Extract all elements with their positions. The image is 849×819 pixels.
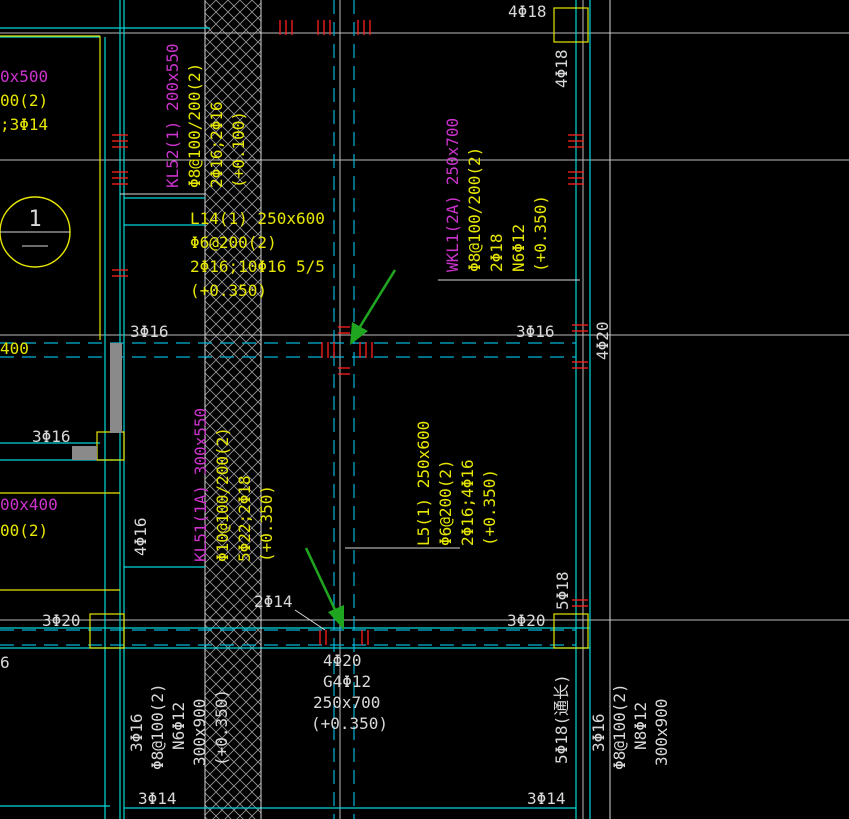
label-col-left-elevation[interactable]: (+0.350) (212, 689, 231, 766)
label-col-right-rebar[interactable]: 3Φ16 (589, 713, 608, 752)
label-col-right-stirrup[interactable]: Φ8@100(2) (610, 683, 629, 770)
label-left-00-2[interactable]: 00(2) (0, 521, 48, 540)
label-l14-elevation[interactable]: (+0.350) (190, 281, 267, 300)
label-2phi14[interactable]: 2Φ14 (254, 592, 293, 611)
label-bottom-3phi14-left[interactable]: 3Φ14 (138, 789, 177, 808)
label-l5-elevation[interactable]: (+0.350) (480, 469, 499, 546)
label-l14-rebar[interactable]: 2Φ16;10Φ16 5/5 (190, 257, 325, 276)
label-right-4phi20-vertical[interactable]: 4Φ20 (593, 321, 612, 360)
label-top-4phi18[interactable]: 4Φ18 (508, 2, 547, 21)
label-bottom-right-3phi20[interactable]: 3Φ20 (507, 611, 546, 630)
label-kl51-rebar[interactable]: 5Φ22;2Φ18 (235, 475, 254, 562)
label-bottom-3phi14-right[interactable]: 3Φ14 (527, 789, 566, 808)
label-left-x500[interactable]: 0x500 (0, 67, 48, 86)
label-kl52-name[interactable]: KL52(1) 200x550 (163, 44, 182, 189)
label-wkl1-stirrup[interactable]: Φ8@100/200(2) (465, 147, 484, 272)
label-kl52-elevation[interactable]: (+0.100) (229, 111, 248, 188)
label-col-right-section[interactable]: 300x900 (652, 699, 671, 766)
label-kl52-rebar[interactable]: 2Φ16;2Φ16 (207, 101, 226, 188)
label-l14-stirrup[interactable]: Φ6@200(2) (190, 233, 277, 252)
label-left-3phi16-low[interactable]: 3Φ16 (32, 427, 71, 446)
label-beam-section[interactable]: 250x700 (313, 693, 380, 712)
label-l5-name[interactable]: L5(1) 250x600 (414, 421, 433, 546)
label-wkl1-top-rebar[interactable]: 2Φ18 (487, 233, 506, 272)
label-left-00x400[interactable]: 00x400 (0, 495, 58, 514)
label-wkl1-side-rebar[interactable]: N6Φ12 (509, 224, 528, 272)
beam-outlines (0, 0, 591, 819)
rebar-ticks (112, 20, 588, 645)
label-l14-name[interactable]: L14(1) 250x600 (190, 209, 325, 228)
label-left-6[interactable]: 6 (0, 653, 10, 672)
label-kl51-name[interactable]: KL51(1A) 300x550 (191, 408, 210, 562)
green-arrow-icon (350, 269, 397, 345)
label-l5-stirrup[interactable]: Φ6@200(2) (436, 459, 455, 546)
label-l5-rebar[interactable]: 2Φ16;4Φ16 (458, 459, 477, 546)
label-col-right-side-rebar[interactable]: N8Φ12 (631, 702, 650, 750)
label-kl52-stirrup[interactable]: Φ8@100/200(2) (185, 63, 204, 188)
axis-bubble-label: 1 (28, 207, 41, 232)
label-wkl1-name[interactable]: WKL1(2A) 250x700 (443, 118, 462, 272)
label-bottom-left-3phi20[interactable]: 3Φ20 (42, 611, 81, 630)
label-left-100-2[interactable]: 00(2) (0, 91, 48, 110)
label-wkl1-elevation[interactable]: (+0.350) (531, 195, 550, 272)
axis-bubble-icon: 1 (0, 196, 71, 268)
label-col-left-section[interactable]: 300x900 (190, 699, 209, 766)
label-mid-right-3phi16[interactable]: 3Φ16 (516, 322, 555, 341)
label-mid-left-3phi16[interactable]: 3Φ16 (130, 322, 169, 341)
label-beam-side-rebar[interactable]: G4Φ12 (323, 672, 371, 691)
dashed-beam-lines (0, 0, 576, 819)
label-right-4phi18-vertical[interactable]: 4Φ18 (552, 49, 571, 88)
leader-lines (120, 0, 611, 819)
label-col-left-stirrup[interactable]: Φ8@100(2) (148, 683, 167, 770)
label-col-right-5phi18-tong[interactable]: 5Φ18(通长) (552, 674, 571, 764)
label-column-4phi16-vertical[interactable]: 4Φ16 (131, 517, 150, 556)
label-right-5phi18-vertical[interactable]: 5Φ18 (553, 571, 572, 610)
label-col-left-side-rebar[interactable]: N6Φ12 (169, 702, 188, 750)
label-left-3phi14[interactable]: ;3Φ14 (0, 115, 48, 134)
label-kl51-elevation[interactable]: (+0.350) (257, 485, 276, 562)
gray-wall-fill (72, 343, 122, 460)
green-arrow-icon (304, 547, 344, 630)
label-beam-bottom-rebar[interactable]: 4Φ20 (323, 651, 362, 670)
label-left-400[interactable]: 400 (0, 339, 29, 358)
label-kl51-stirrup[interactable]: Φ10@100/200(2) (213, 427, 232, 562)
label-beam-elevation[interactable]: (+0.350) (311, 714, 388, 733)
label-col-left-rebar[interactable]: 3Φ16 (127, 713, 146, 752)
column-outlines (0, 7, 589, 649)
